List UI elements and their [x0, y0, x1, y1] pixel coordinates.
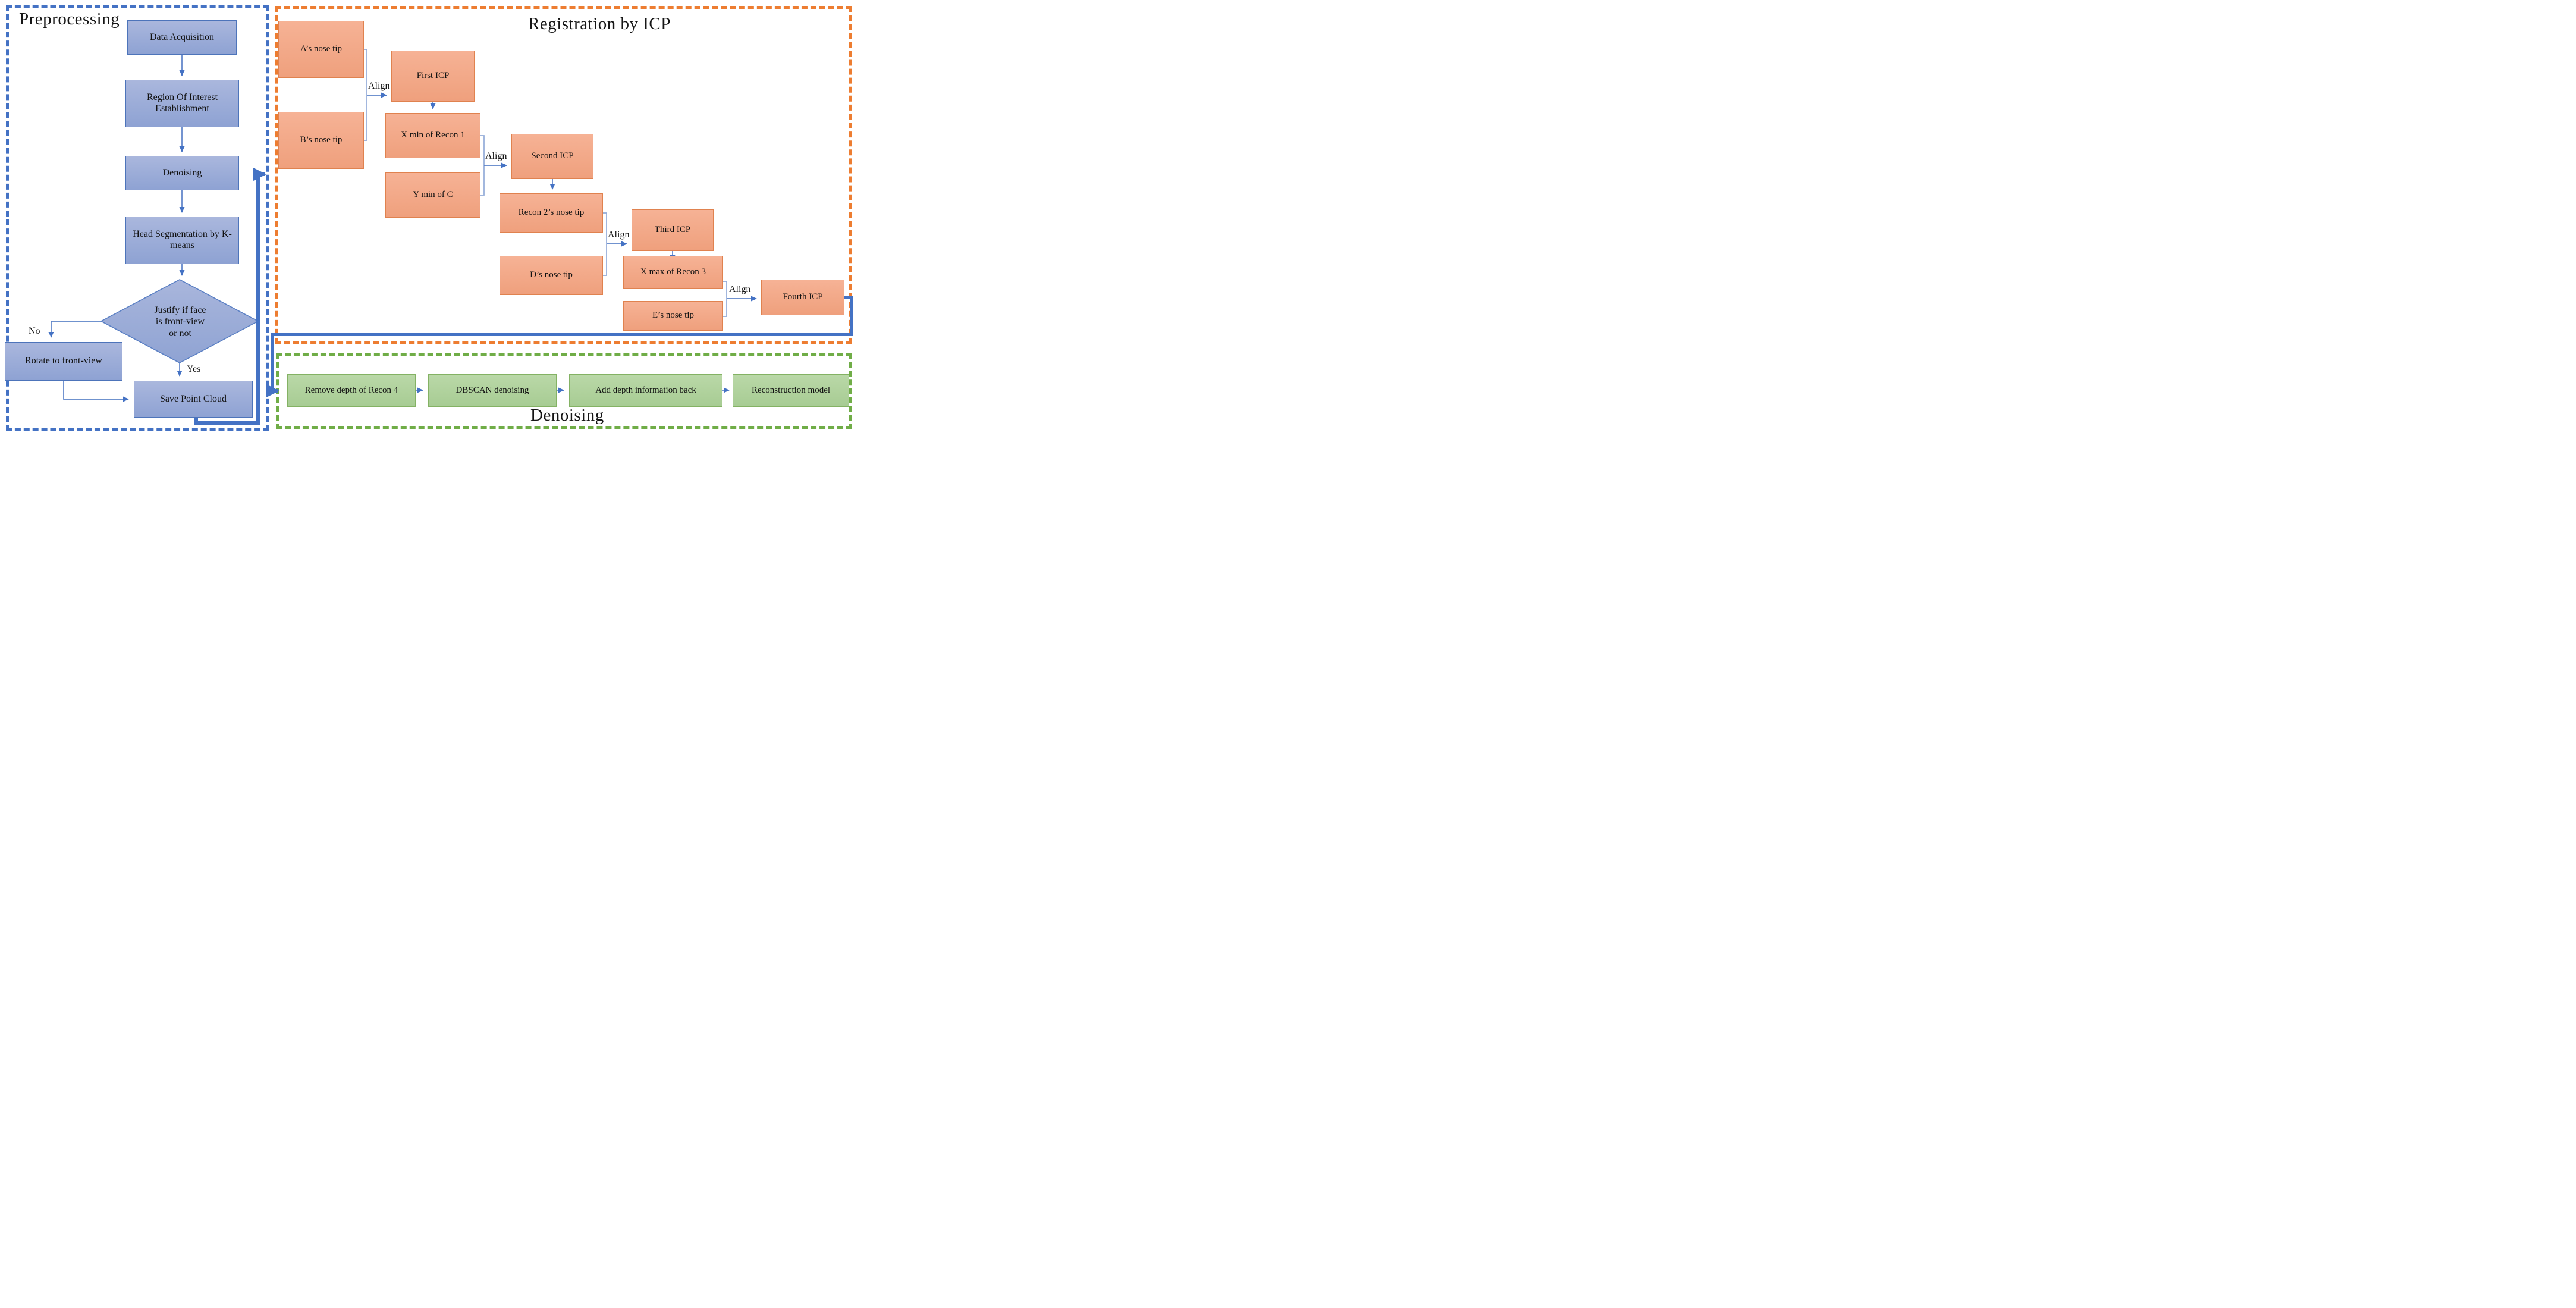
box-e-nose-tip: E’s nose tip [623, 301, 723, 331]
preprocessing-region-border [6, 5, 269, 431]
bracket-stage3 [603, 212, 607, 276]
box-head-segmentation: Head Segmentation by K-means [125, 217, 239, 264]
yes-label: Yes [187, 364, 201, 374]
box-region-of-interest: Region Of Interest Establishment [125, 80, 239, 127]
box-x-min-recon-1: X min of Recon 1 [385, 113, 480, 158]
decision-label: Justify if face is front-view or not [141, 295, 219, 349]
box-y-min-of-c: Y min of C [385, 172, 480, 218]
box-x-max-recon-3: X max of Recon 3 [623, 256, 723, 289]
box-recon-2-nose-tip: Recon 2’s nose tip [500, 193, 603, 233]
connector-fourthicp-to-denoising [266, 296, 853, 397]
box-data-acquisition: Data Acquisition [127, 20, 237, 55]
denoising-title: Denoising [530, 406, 604, 425]
box-denoising-step: Denoising [125, 156, 239, 190]
connector-layer [48, 49, 853, 425]
box-first-icp: First ICP [391, 51, 475, 102]
thick-connectors [194, 168, 853, 425]
decision-line-1: Justify if face [154, 305, 206, 315]
decision-line-3: or not [169, 328, 191, 338]
box-second-icp: Second ICP [511, 134, 593, 179]
align-label-4: Align [729, 284, 751, 294]
arrow-rotate-to-save [63, 381, 129, 402]
preprocessing-arrows [48, 55, 185, 402]
align-label-2: Align [485, 151, 507, 161]
box-reconstruction-model: Reconstruction model [733, 374, 849, 407]
box-d-nose-tip: D’s nose tip [500, 256, 603, 295]
bracket-stage4 [723, 281, 727, 317]
no-label: No [29, 326, 40, 336]
align-label-1: Align [368, 81, 390, 91]
bracket-stage2 [480, 135, 485, 196]
preprocessing-title: Preprocessing [19, 10, 120, 29]
arrow-decision-no-to-rotate [48, 321, 101, 338]
box-fourth-icp: Fourth ICP [761, 280, 844, 315]
bracket-stage1 [364, 49, 367, 141]
box-b-nose-tip: B’s nose tip [278, 112, 364, 169]
flowchart-canvas: Preprocessing Registration by ICP Denois… [0, 0, 859, 436]
box-third-icp: Third ICP [632, 209, 714, 251]
box-add-depth-back: Add depth information back [569, 374, 722, 407]
decision-line-2: is front-view [155, 316, 205, 327]
box-save-point-cloud: Save Point Cloud [134, 381, 253, 418]
registration-title: Registration by ICP [528, 14, 671, 33]
align-label-3: Align [608, 230, 630, 240]
box-remove-depth: Remove depth of Recon 4 [287, 374, 416, 407]
loop-save-to-registration [194, 168, 266, 425]
box-rotate-to-front-view: Rotate to front-view [5, 342, 122, 381]
registration-region-border [275, 6, 852, 344]
box-dbscan-denoising: DBSCAN denoising [428, 374, 557, 407]
box-a-nose-tip: A’s nose tip [278, 21, 364, 78]
